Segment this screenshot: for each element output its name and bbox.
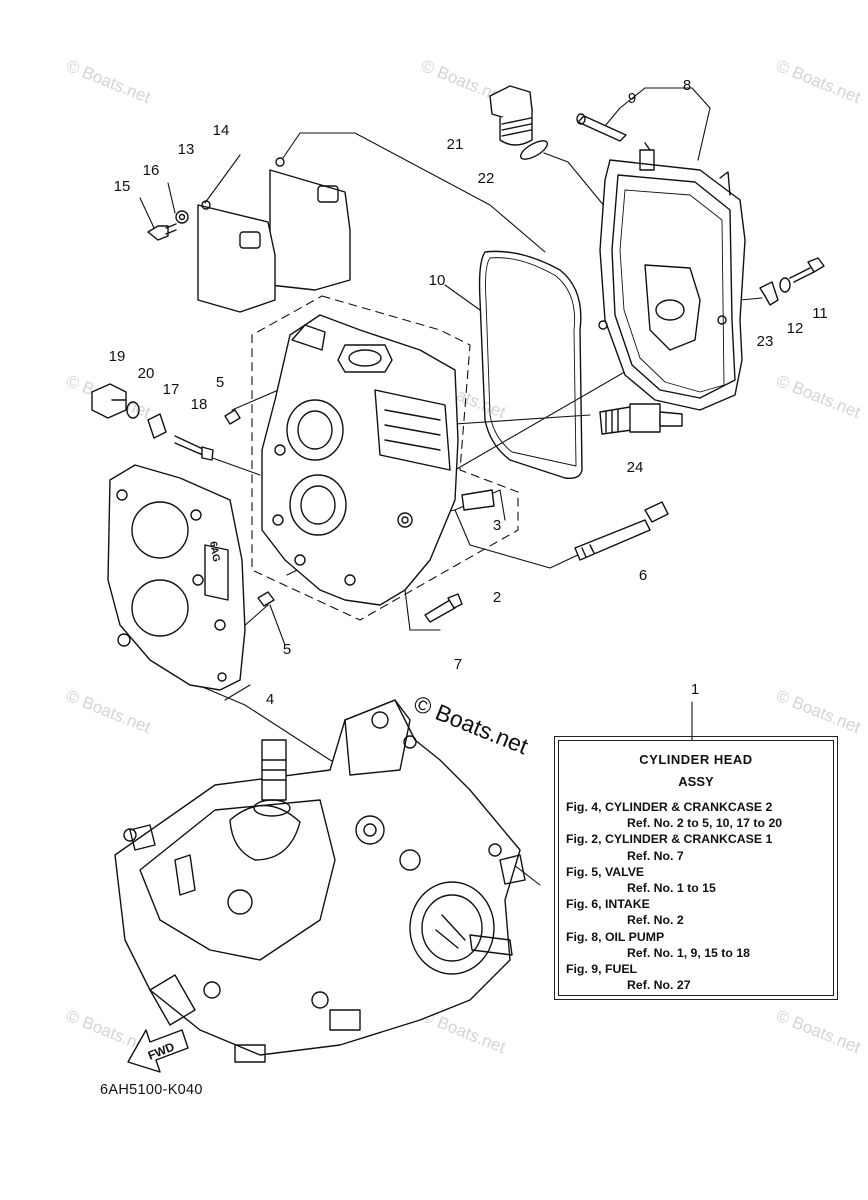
gasket-mark-text: 6AG [207,541,221,563]
gasket-20 [126,401,140,419]
watermark-text: © Boats.net [774,371,864,422]
hose-fitting-9 [576,113,627,142]
watermark-text: © Boats.net [64,56,154,107]
diagram-code: 6AH5100-K040 [100,1082,203,1098]
reference-numbers: Ref. No. 7 [627,848,684,863]
head-gasket-4 [107,464,246,691]
callout-number-5: 5 [283,641,291,658]
callout-number-13: 13 [178,141,195,158]
oil-filler-plug-21 [489,85,533,146]
callout-number-11: 11 [812,305,828,322]
callout-number-21: 21 [447,136,464,153]
callout-number-18: 18 [191,396,208,413]
plug-19 [91,383,127,419]
cover-plate-14 [269,157,351,291]
callout-number-16: 16 [143,162,160,179]
callout-number-17: 17 [163,381,180,398]
assembly-dashed-outline [251,295,519,621]
callout-number-2: 2 [493,589,501,606]
bolt-7 [424,593,463,623]
forward-direction-arrow [127,1029,189,1073]
long-bolt-6 [574,501,669,561]
crankcase [114,699,526,1063]
dowel-pin-5-top [224,409,241,425]
collar-17 [147,413,167,439]
reference-numbers: Ref. No. 27 [627,978,691,993]
callout-number-14: 14 [213,122,230,139]
reference-info-box: CYLINDER HEAD ASSY Fig. 4, CYLINDER & CR… [554,736,838,1000]
reference-numbers: Ref. No. 1 to 15 [627,881,716,896]
figure-reference: Fig. 8, OIL PUMP [566,929,665,944]
reference-numbers: Ref. No. 1, 9, 15 to 18 [627,945,751,960]
gasket-plate-13 [197,200,276,313]
dowel-pin-5-bottom [257,591,275,607]
callout-number-20: 20 [138,365,155,382]
assembly-title: CYLINDER HEAD [639,752,753,767]
cylinder-block-2 [261,314,459,606]
callout-number-9: 9 [628,90,636,107]
washer-16 [175,210,189,224]
figure-reference: Fig. 5, VALVE [566,864,645,879]
head-cover-8 [598,142,746,411]
assembly-subtitle: ASSY [678,774,714,789]
cover-gasket-10 [478,250,583,480]
bolt-18 [174,435,214,461]
reference-numbers: Ref. No. 2 to 5, 10, 17 to 20 [627,816,783,831]
washer-12 [779,277,791,293]
callout-number-24: 24 [627,459,644,476]
callout-number-1: 1 [691,681,699,698]
callout-number-12: 12 [787,320,804,337]
clamp-23 [759,281,779,306]
figure-reference-list: Fig. 4, CYLINDER & CRANKCASE 2 Ref. No. 2… [559,799,833,993]
callout-number-23: 23 [757,333,774,350]
callout-number-4: 4 [266,691,274,708]
watermark-text: © Boats.net [774,1006,864,1057]
callout-number-22: 22 [478,170,495,187]
callout-number-7: 7 [454,656,462,673]
watermark-text: © Boats.net [774,56,864,107]
callout-number-19: 19 [109,348,126,365]
bolt-15 [147,223,177,241]
reference-numbers: Ref. No. 2 [627,913,684,928]
bolt-11 [789,257,825,283]
watermark-text: © Boats.net [774,686,864,737]
callout-number-3: 3 [493,517,501,534]
sleeve-3 [461,489,495,511]
callout-number-10: 10 [429,272,446,289]
figure-reference: Fig. 6, INTAKE [566,897,650,912]
callout-number-6: 6 [639,567,647,584]
callout-number-5: 5 [216,374,224,391]
spark-plug-24 [599,403,683,435]
o-ring-22 [519,140,549,160]
callout-number-8: 8 [683,77,691,94]
callout-number-15: 15 [114,178,131,195]
figure-reference: Fig. 9, FUEL [566,962,638,977]
watermark-text: © Boats.net [64,686,154,737]
figure-reference: Fig. 2, CYLINDER & CRANKCASE 1 [566,832,773,847]
figure-reference: Fig. 4, CYLINDER & CRANKCASE 2 [566,800,773,814]
